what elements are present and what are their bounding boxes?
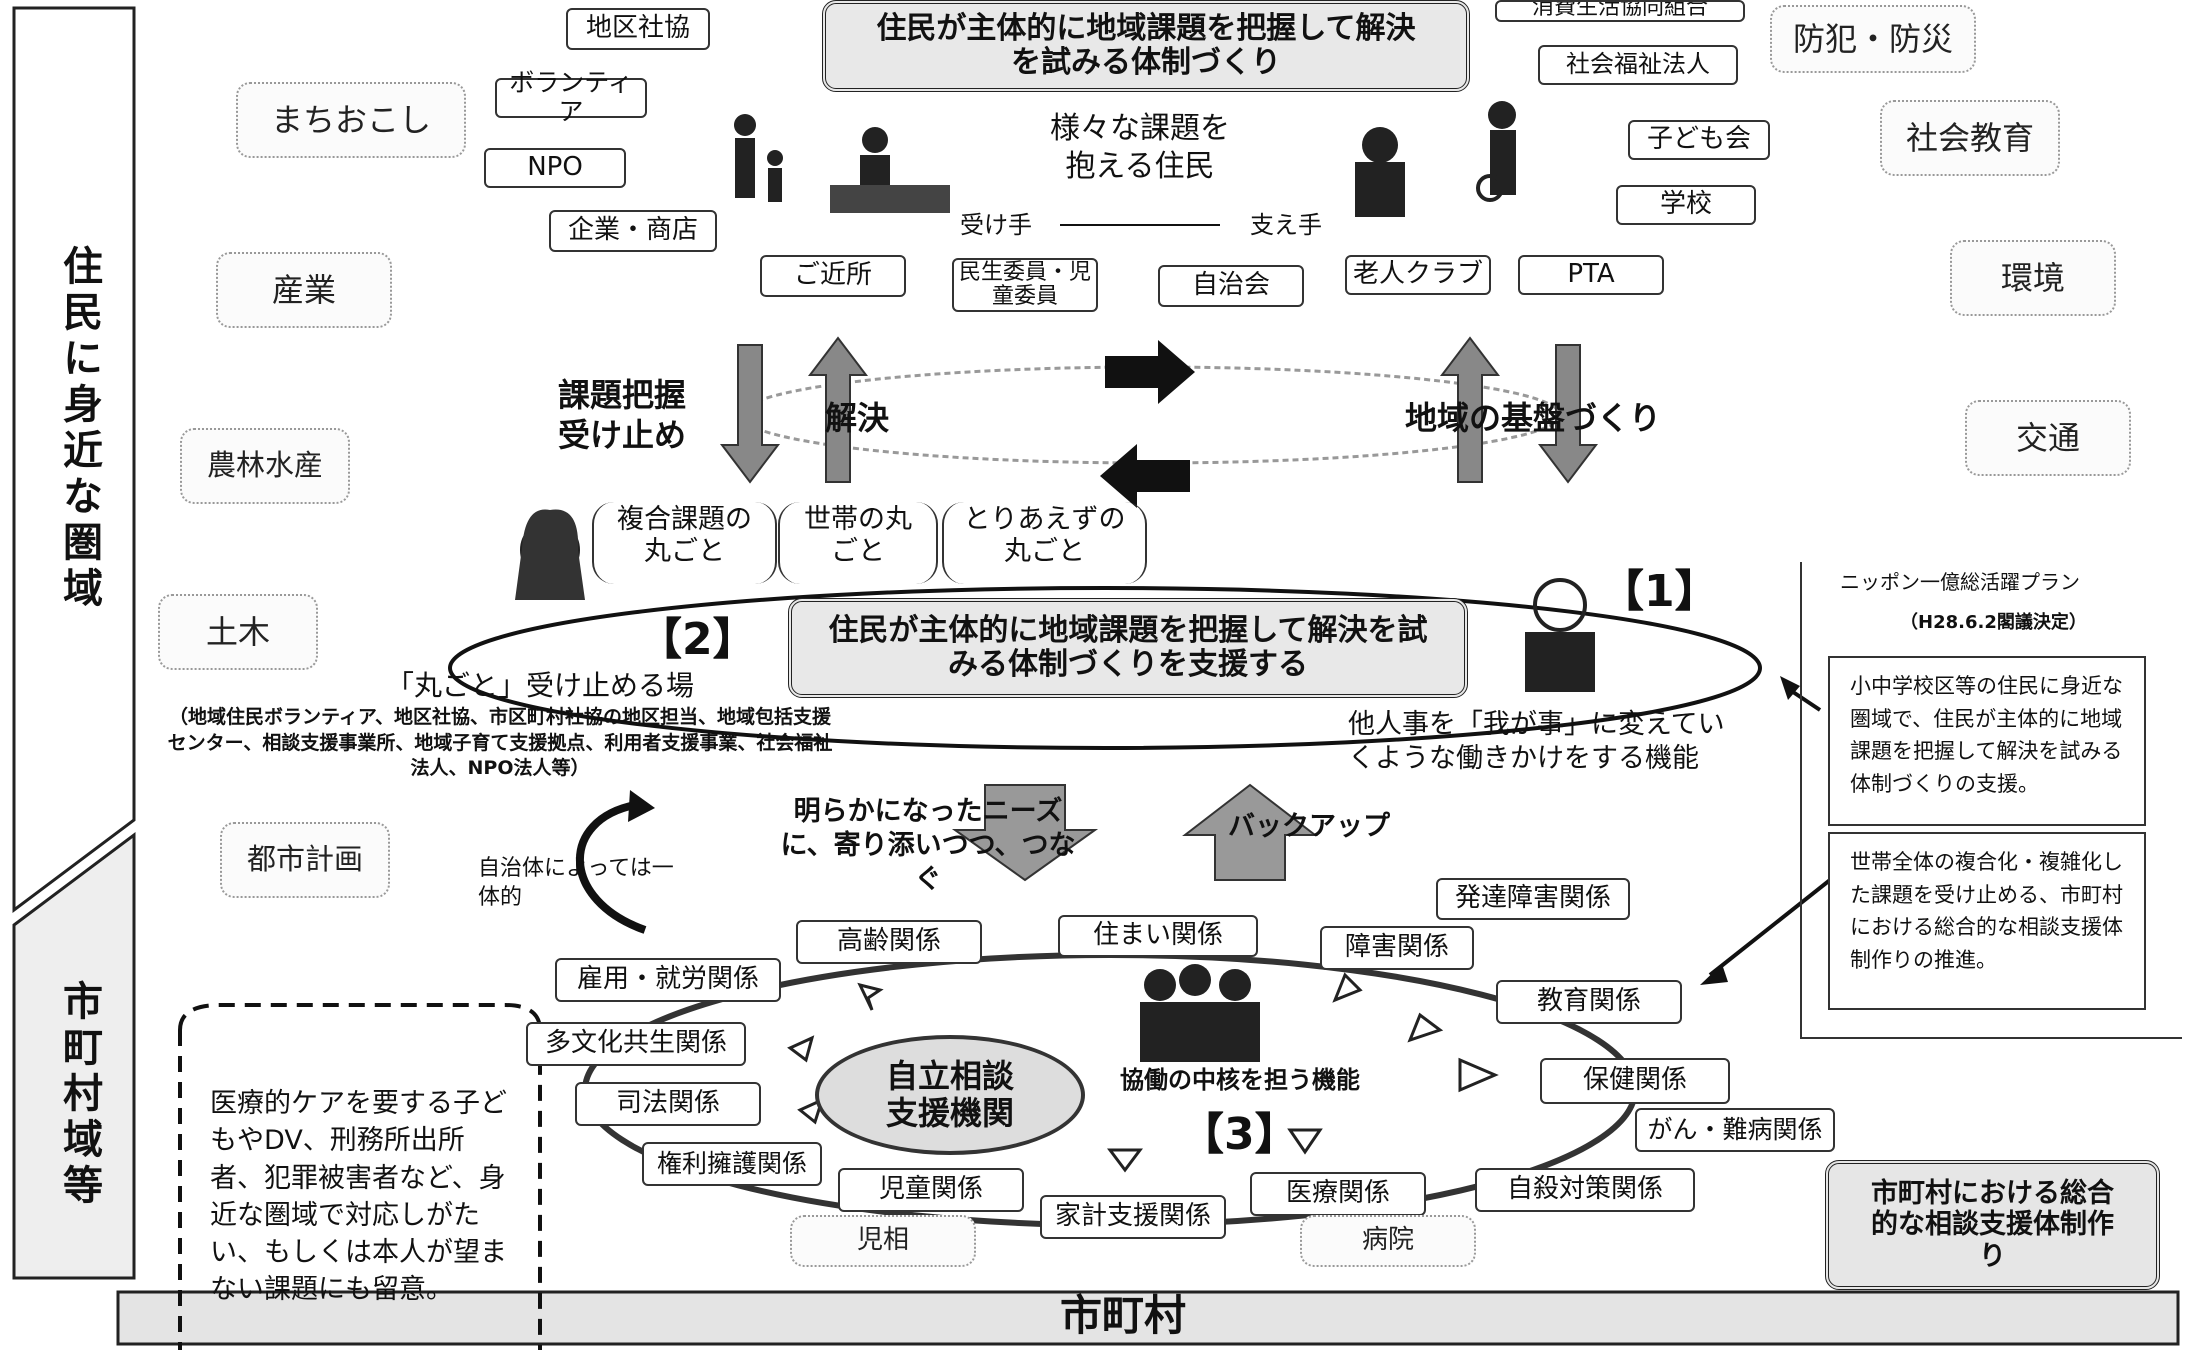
- label-3: 【3】: [1180, 1109, 1299, 1160]
- integrated-label: 自治体によっては一体的: [478, 856, 674, 910]
- rel-shogai: 障害関係: [1320, 926, 1474, 970]
- field-shakai-kyoiku: 社会教育: [1880, 100, 2060, 176]
- support-org: 自立相談支援機関: [815, 1035, 1085, 1155]
- arrow-down-right: [1537, 344, 1599, 484]
- taker-label: 支え手: [1250, 211, 1322, 239]
- org-school: 学校: [1616, 185, 1756, 225]
- label-2: 【2】: [638, 614, 757, 665]
- field-doboku: 土木: [158, 594, 318, 670]
- giver-label: 受け手: [960, 211, 1032, 239]
- field-kankyo: 環境: [1950, 240, 2116, 316]
- arrow-backup-up: [1182, 783, 1318, 881]
- rel-koyo: 雇用・就労関係: [555, 958, 781, 1002]
- side-panel-lower: [12, 832, 136, 1280]
- field-machiokoshi: まちおこし: [236, 82, 466, 158]
- org-rojin-club: 老人クラブ: [1345, 255, 1491, 295]
- dashed-note: 医療的ケアを要する子どもやDV、刑務所出所者、犯罪被害者など、身近な圏域で対応し…: [210, 1088, 507, 1306]
- plan-title: ニッポン一億総活躍プラン: [1840, 570, 2080, 594]
- org-gokinjo: ご近所: [760, 255, 906, 297]
- rel-hoken: 保健関係: [1540, 1058, 1730, 1104]
- rel-jiso: 児相: [790, 1215, 976, 1267]
- center-title: 住民が主体的に地域課題を把握して解決を試みる体制づくりを支援する: [788, 598, 1468, 698]
- rel-hattatsu: 発達障害関係: [1436, 878, 1630, 920]
- municipal-box: 市町村における総合的な相談支援体制作り: [1825, 1160, 2160, 1290]
- backup-label: バックアップ: [1228, 811, 1390, 842]
- rel-kyoiku: 教育関係: [1496, 980, 1682, 1024]
- rel-tabunka: 多文化共生関係: [526, 1022, 746, 1066]
- rel-kakei: 家計支援関係: [1040, 1195, 1226, 1239]
- org-npo: NPO: [484, 148, 626, 188]
- arrow-needs-down: [951, 784, 1099, 882]
- person-figures: [515, 101, 1595, 1062]
- rel-sumai: 住まい関係: [1058, 915, 1258, 957]
- whole-for-now: とりあえずの丸ごと: [942, 502, 1147, 584]
- org-pta: PTA: [1518, 255, 1664, 295]
- core-function: 協働の中核を担う機能: [1120, 1066, 1360, 1094]
- cycle-left-bottom: 受け止め: [558, 416, 687, 454]
- plan-frame: [1800, 562, 2182, 1039]
- exchange-arrow: [1060, 224, 1220, 226]
- org-coop: 消費生活協同組合: [1495, 0, 1745, 22]
- curved-arrow: [576, 801, 647, 934]
- field-sangyo: 産業: [216, 252, 392, 328]
- function-text: 他人事を「我が事」に変えていくような働きかけをする機能: [1348, 709, 1725, 774]
- arrow-up-right: [1439, 336, 1501, 483]
- org-chiku-shakyo: 地区社協: [566, 8, 710, 50]
- arrow-left-black: [1100, 444, 1190, 508]
- arrow-right-black: [1105, 340, 1195, 404]
- support-ellipse: [448, 586, 1762, 750]
- rel-shiho: 司法関係: [575, 1082, 761, 1126]
- bottom-band: [116, 1290, 2180, 1346]
- side-label-upper: 住民に身近な圏域: [56, 245, 102, 613]
- residents-label: 様々な課題を抱える住民: [1050, 111, 1230, 184]
- dashed-note-frame: [178, 1003, 542, 1350]
- rel-gan: がん・難病関係: [1635, 1108, 1835, 1152]
- rel-jido: 児童関係: [838, 1168, 1024, 1212]
- rel-jisatsu: 自殺対策関係: [1475, 1168, 1695, 1212]
- rel-kenri: 権利擁護関係: [642, 1142, 822, 1186]
- rel-koreisha: 高齢関係: [796, 920, 982, 964]
- field-bohan: 防犯・防災: [1770, 5, 1976, 73]
- plan-note-2: 世帯全体の複合化・複雑化した課題を受け止める、市町村における総合的な相談支援体制…: [1828, 832, 2146, 1010]
- marugoto-place: 「丸ごと」受け止める場: [385, 669, 694, 702]
- org-jichikai: 自治会: [1158, 265, 1304, 307]
- arrow-down-left: [719, 344, 781, 484]
- side-panel-upper: [12, 6, 136, 913]
- rel-byoin: 病院: [1300, 1215, 1476, 1267]
- org-volunteer: ボランティア: [495, 68, 647, 126]
- plan-date: （H28.6.2閣議決定）: [1900, 612, 2087, 633]
- needs-text: 明らかになったニーズに、寄り添いつつ、つなぐ: [780, 796, 1076, 895]
- field-kotsu: 交通: [1965, 400, 2131, 476]
- org-minsei-iin: 民生委員・児童委員: [952, 258, 1098, 312]
- top-title: 住民が主体的に地域課題を把握して解決を試みる体制づくり: [822, 0, 1470, 92]
- side-label-lower: 市町村域等: [56, 980, 102, 1210]
- org-social-welfare-corp: 社会福祉法人: [1538, 45, 1738, 85]
- org-company-shop: 企業・商店: [549, 210, 717, 252]
- plan-note-1: 小中学校区等の住民に身近な圏域で、住民が主体的に地域課題を把握して解決を試みる体…: [1828, 656, 2146, 826]
- bottom-label: 市町村: [1060, 1291, 1187, 1340]
- cycle-base: 地域の基盤づくり: [1405, 399, 1662, 437]
- whole-complex: 複合課題の丸ごと: [592, 502, 777, 584]
- cycle-left-top: 課題把握: [558, 376, 687, 414]
- rel-iryo: 医療関係: [1250, 1172, 1426, 1216]
- marugoto-detail: （地域住民ボランティア、地区社協、市区町村社協の地区担当、地域包括支援センター、…: [167, 706, 833, 780]
- arrow-up-left: [807, 336, 869, 483]
- org-kodomo-kai: 子ども会: [1628, 120, 1770, 160]
- cycle-solve: 解決: [825, 399, 890, 437]
- label-1: 【1】: [1600, 566, 1719, 617]
- field-toshi-keikaku: 都市計画: [220, 822, 390, 898]
- field-norin: 農林水産: [180, 428, 350, 504]
- whole-household: 世帯の丸ごと: [778, 502, 938, 584]
